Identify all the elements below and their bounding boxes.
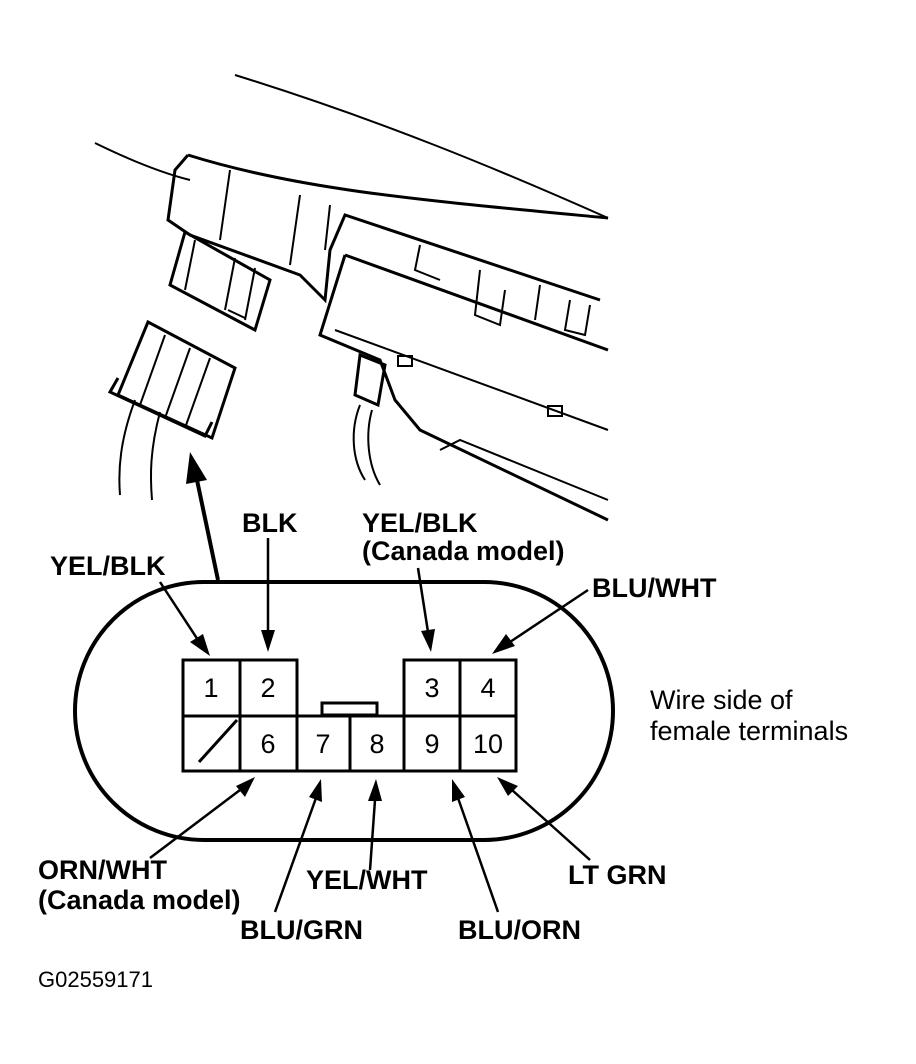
pin-number-2: 2: [260, 673, 275, 703]
pin-number-7: 7: [315, 729, 330, 759]
cavity-7: [295, 714, 352, 773]
caption-line-1: Wire side of: [650, 685, 793, 715]
cavity-3: [402, 658, 462, 718]
cavity-1: [181, 658, 242, 718]
wire-label-pin-10: LT GRN: [568, 860, 666, 890]
connector-caption: Wire side of female terminals: [650, 685, 848, 746]
leader-lines: [149, 538, 591, 913]
wire-label-pin-4: BLU/WHT: [592, 573, 717, 603]
wire-label-pin-1: YEL/BLK: [50, 551, 166, 581]
wire-label-pin-2: BLK: [242, 508, 298, 538]
wire-label-pin-6: ORN/WHT: [38, 855, 167, 885]
key-tab: [320, 701, 379, 717]
terminal-grid: [181, 658, 518, 773]
connection-arrow: [186, 452, 220, 581]
wire-note-pin-6: (Canada model): [38, 885, 241, 915]
wire-label-pin-9: BLU/ORN: [458, 915, 581, 945]
pin-number-10: 10: [473, 729, 503, 759]
pin-number-6: 6: [260, 729, 275, 759]
wire-label-pin-8: YEL/WHT: [306, 865, 428, 895]
cavity-10: [458, 714, 518, 773]
pin-number-1: 1: [203, 673, 218, 703]
blank-cavity-slash: [197, 718, 239, 764]
connector-outline: [73, 580, 615, 842]
wire-note-pin-3: (Canada model): [362, 536, 565, 566]
wire-label-pin-7: BLU/GRN: [240, 915, 363, 945]
caption-line-2: female terminals: [650, 716, 848, 746]
pin-number-4: 4: [480, 673, 495, 703]
pin-number-8: 8: [369, 729, 384, 759]
wire-labels: YEL/BLK BLK YEL/BLK (Canada model) BLU/W…: [38, 508, 717, 945]
assembly-illustration: [94, 74, 609, 522]
pin-numbers: 1 2 3 4 6 7 8 9 10: [203, 673, 503, 759]
wire-label-pin-3: YEL/BLK: [362, 508, 478, 538]
figure-code: G02559171: [38, 967, 153, 992]
pin-number-9: 9: [424, 729, 439, 759]
pin-number-3: 3: [424, 673, 439, 703]
